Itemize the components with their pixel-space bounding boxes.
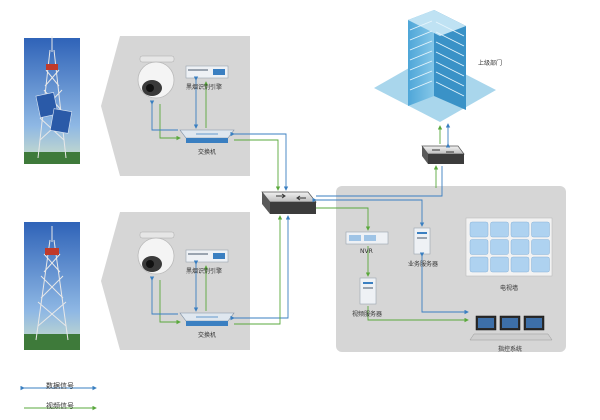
data-line-bottom-cam — [149, 276, 178, 315]
video-wall-screen — [531, 239, 550, 255]
legend-data-label: 数据信号 — [46, 382, 74, 390]
video-wall-screen — [531, 256, 550, 273]
data-line-core-to-business — [312, 197, 425, 227]
data-line-top-cam — [149, 100, 178, 131]
business-server-label: 业务服务器 — [408, 261, 439, 268]
workstation-screen — [502, 318, 518, 328]
video-wall-screen — [510, 239, 530, 255]
control-system-label: 指控系统 — [498, 346, 523, 353]
workstation-screen — [478, 318, 494, 328]
video-wall-screen — [469, 221, 489, 238]
video-line-top-cam — [159, 104, 181, 141]
upper-department-label: 上级部门 — [478, 60, 503, 67]
dome-camera-bottom-icon — [137, 231, 175, 275]
engine-label-bottom: 黑烟识别引擎 — [186, 268, 223, 275]
business-server-icon — [413, 227, 431, 255]
core-switch-icon — [261, 191, 317, 214]
tower-photo-top — [24, 36, 80, 164]
switch-label-top: 交换机 — [198, 149, 217, 156]
access-switch-top-icon — [179, 129, 235, 143]
video-wall-screen — [510, 221, 530, 238]
site-panel-top — [101, 36, 250, 176]
engine-device-top-icon — [185, 65, 229, 79]
engine-label-top: 黑烟识别引擎 — [186, 84, 223, 91]
data-line-top-to-core — [230, 131, 289, 191]
data-line-core-to-upper — [316, 166, 443, 197]
engine-device-bottom-icon — [185, 249, 229, 263]
video-wall-screen — [469, 239, 489, 255]
nvr-label: NVR — [360, 248, 373, 255]
legend-video-label: 视频信号 — [46, 402, 74, 410]
video-wall-label: 电视墙 — [500, 285, 519, 292]
upper-switch-icon — [421, 145, 465, 164]
video-line-bottom-cam — [159, 280, 181, 325]
video-wall-screen — [490, 221, 509, 238]
video-wall-icon — [465, 217, 553, 277]
control-system-workstations-icon — [469, 315, 553, 341]
data-line-bottom-to-core — [230, 215, 291, 321]
site-panel-bottom — [101, 212, 250, 350]
video-server-icon — [359, 277, 377, 305]
video-wall-screen — [531, 221, 550, 238]
video-server-label: 视频服务器 — [352, 311, 383, 318]
workstation-screen — [526, 318, 542, 328]
data-line-business-to-control — [419, 252, 469, 315]
nvr-device-icon — [345, 231, 389, 245]
video-wall-screen — [490, 239, 509, 255]
upper-department-building-icon — [374, 10, 496, 122]
access-switch-bottom-icon — [179, 312, 235, 326]
video-line-video-server-to-control — [367, 306, 469, 323]
video-line-bottom-to-core — [234, 215, 283, 325]
dome-camera-top-icon — [137, 55, 175, 99]
video-line-top-to-core — [234, 139, 281, 191]
video-line-core-to-nvr — [316, 207, 371, 231]
video-wall-screen — [469, 256, 489, 273]
video-wall-screen — [510, 256, 530, 273]
tower-photo-bottom — [24, 222, 80, 350]
video-wall-screen — [490, 256, 509, 273]
switch-label-bottom: 交换机 — [198, 332, 217, 339]
